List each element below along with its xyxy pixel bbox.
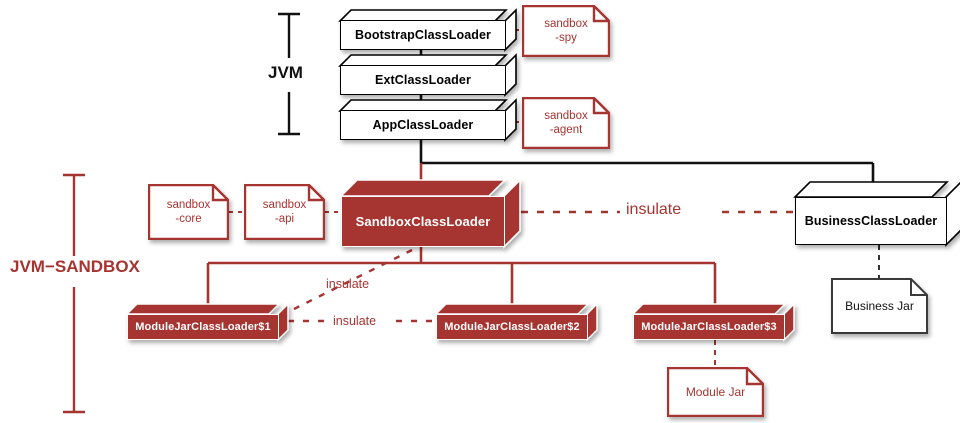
note-sandbox-core[interactable]: sandbox -core	[148, 184, 229, 240]
note-line1: sandbox	[262, 198, 307, 211]
classloader-bootstrap[interactable]: BootstrapClassLoader	[338, 8, 517, 52]
classloader-label: ModuleJarClassLoader$3	[633, 314, 785, 340]
classloader-label: ModuleJarClassLoader$2	[436, 314, 588, 340]
classloader-label: BootstrapClassLoader	[340, 20, 506, 50]
note-business-jar[interactable]: Business Jar	[831, 278, 928, 334]
group-label-jvm: JVM	[268, 63, 303, 82]
note-label: sandbox -agent	[544, 109, 587, 138]
note-shape	[522, 5, 610, 57]
note-line1: sandbox	[544, 17, 588, 30]
box-side-face	[504, 98, 517, 142]
box-top-face	[125, 303, 281, 315]
note-line1: Business Jar	[845, 298, 914, 313]
note-shape	[522, 97, 610, 149]
box-top-face	[793, 181, 949, 198]
note-line2: -api	[274, 213, 295, 225]
box-side-face	[277, 302, 289, 342]
note-sandbox-spy[interactable]: sandbox -spy	[522, 5, 610, 57]
note-sandbox-agent[interactable]: sandbox -agent	[522, 97, 610, 149]
box-top-face	[339, 179, 507, 197]
classloader-label: AppClassLoader	[340, 110, 506, 140]
box-side-face	[504, 53, 517, 97]
classloader-label: SandboxClassLoader	[341, 196, 505, 247]
group-label-jvm-sandbox: JVM−SANDBOX	[10, 257, 140, 276]
classloader-app[interactable]: AppClassLoader	[338, 98, 517, 142]
box-side-face	[586, 302, 598, 342]
jvm-bracket	[278, 12, 300, 136]
note-label: sandbox -api	[263, 198, 306, 227]
box-top-face	[434, 303, 590, 315]
note-line1: Module Jar	[685, 384, 746, 399]
classloader-label: ModuleJarClassLoader$1	[127, 314, 279, 340]
edge-label-insulate-diagonal: insulate	[326, 277, 370, 291]
classloader-module2[interactable]: ModuleJarClassLoader$2	[434, 302, 598, 342]
jvm-sandbox-bracket	[63, 173, 85, 414]
box-side-face	[503, 178, 521, 249]
note-line1: sandbox	[544, 109, 588, 122]
note-module-jar[interactable]: Module Jar	[667, 367, 764, 417]
classloader-sandbox[interactable]: SandboxClassLoader	[339, 178, 521, 249]
note-label: sandbox -core	[167, 198, 210, 227]
edge-label-insulate-between-modules: insulate	[333, 314, 377, 328]
note-shape	[244, 184, 325, 240]
classloader-label: BusinessClassLoader	[795, 197, 947, 245]
note-line1: sandbox	[166, 198, 211, 211]
box-side-face	[504, 8, 517, 52]
note-label: Module Jar	[686, 385, 745, 400]
classloader-ext[interactable]: ExtClassLoader	[338, 53, 517, 97]
box-side-face	[783, 302, 795, 342]
sandbox-module-bus	[206, 247, 717, 304]
note-shape	[831, 278, 928, 334]
box-top-face	[631, 303, 787, 315]
note-label: Business Jar	[845, 299, 914, 314]
classloader-module1[interactable]: ModuleJarClassLoader$1	[125, 302, 289, 342]
note-line2: -core	[175, 213, 202, 225]
note-shape	[667, 367, 764, 417]
note-shape	[148, 184, 229, 240]
classloader-label: ExtClassLoader	[340, 65, 506, 95]
box-side-face	[945, 181, 960, 247]
note-line2: -spy	[555, 32, 577, 44]
note-sandbox-api[interactable]: sandbox -api	[244, 184, 325, 240]
classloader-module3[interactable]: ModuleJarClassLoader$3	[631, 302, 795, 342]
insulate-sandbox-module1	[287, 248, 413, 314]
note-label: sandbox -spy	[544, 17, 587, 46]
note-line2: -agent	[549, 124, 583, 136]
classloader-business[interactable]: BusinessClassLoader	[793, 181, 960, 247]
edge-label-insulate-main: insulate	[626, 201, 682, 218]
